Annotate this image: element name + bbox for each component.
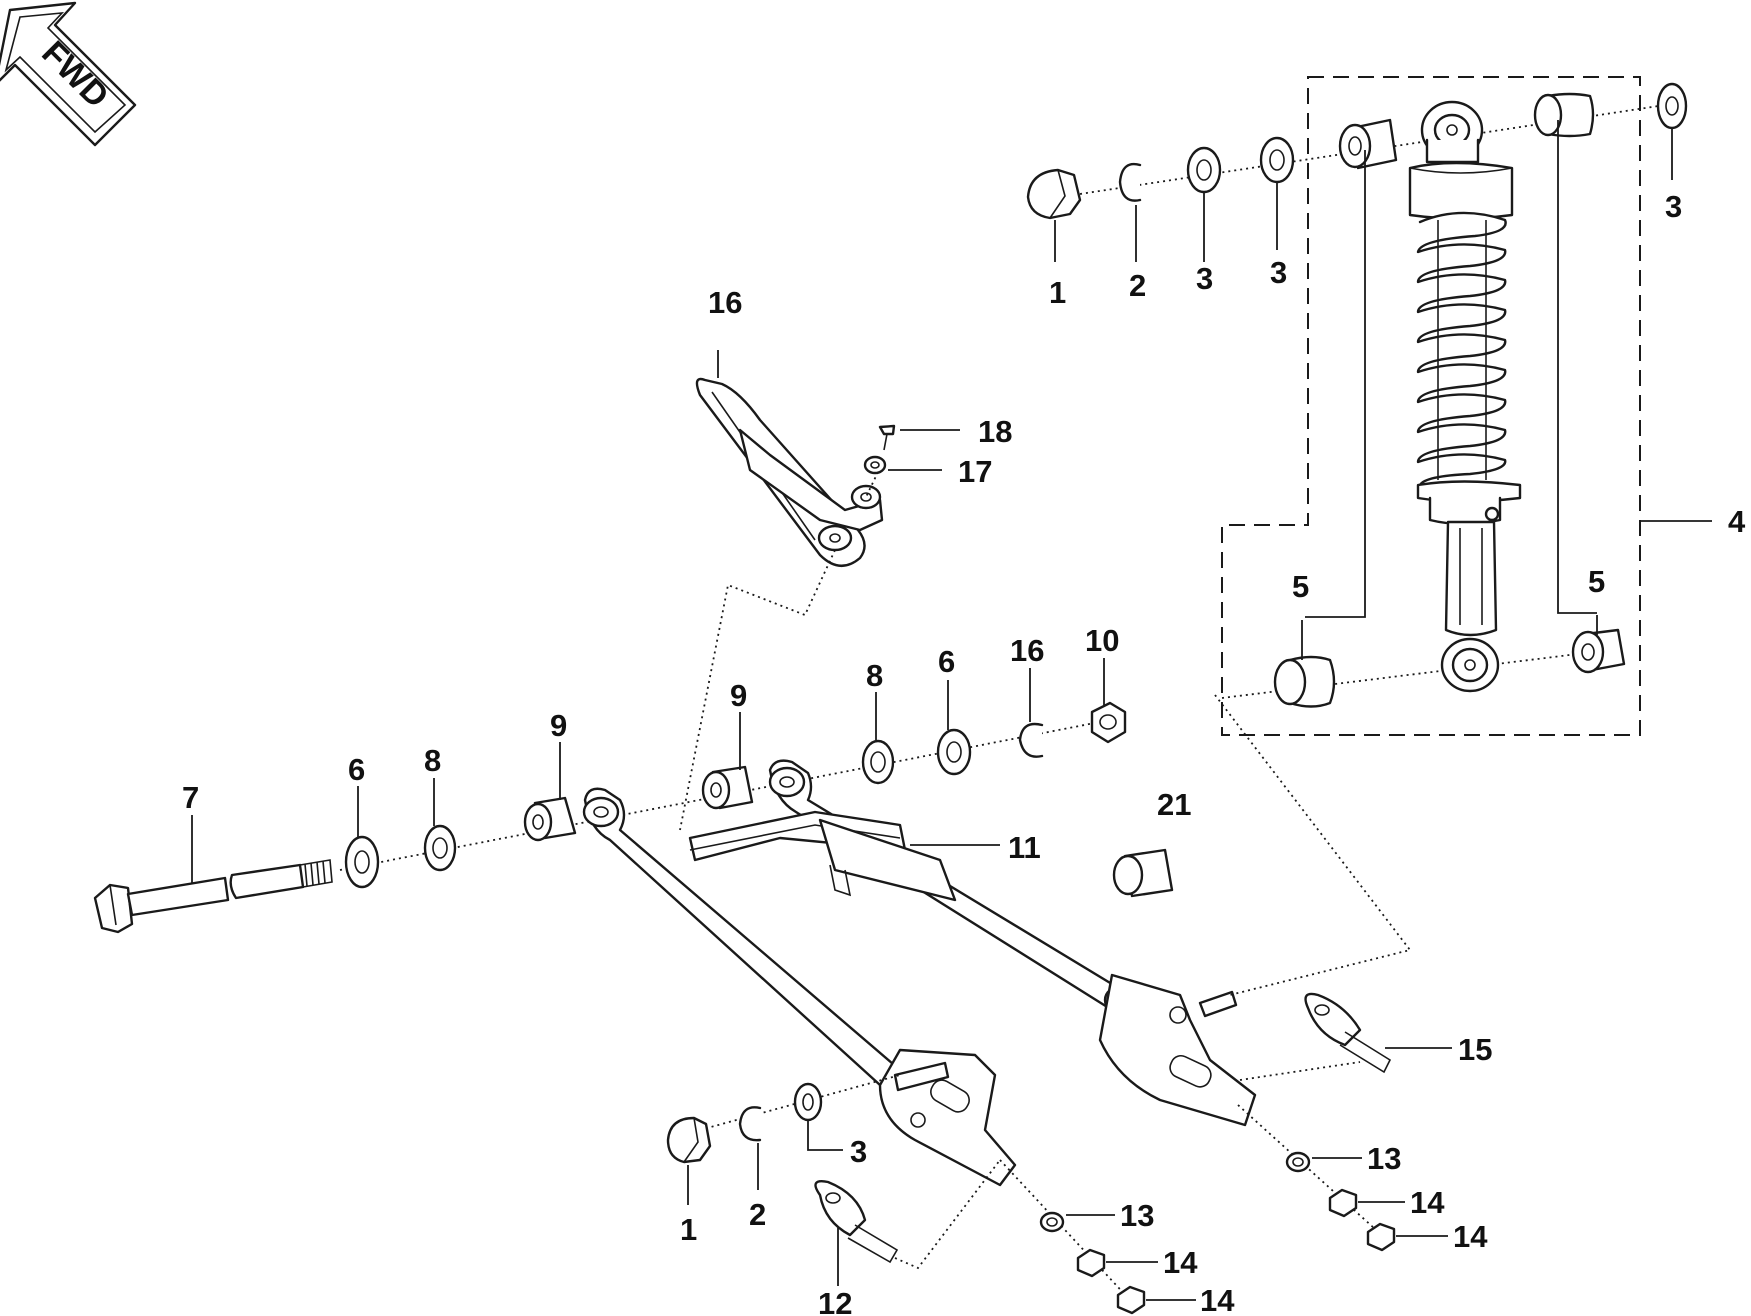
washer-6-right [936, 728, 972, 776]
callout-1-top: 1 [1049, 275, 1066, 310]
nut-14-right-b [1366, 1222, 1396, 1252]
cap-nut-bottom [666, 1116, 712, 1164]
circlip-bottom [738, 1106, 762, 1142]
bushing-bottom-left [1273, 655, 1336, 708]
callout-2-bottom: 2 [749, 1197, 766, 1232]
callout-15: 15 [1458, 1032, 1492, 1067]
chain-adjuster-12 [814, 1180, 899, 1264]
shock-absorber [1408, 100, 1522, 693]
fwd-arrow-icon: FWD [0, 1, 137, 147]
cap-nut-top [1026, 168, 1082, 220]
callout-4: 4 [1728, 504, 1746, 539]
callout-10: 10 [1085, 623, 1119, 658]
screw-18 [878, 424, 896, 451]
callout-6-left: 6 [348, 752, 365, 787]
bushing-bottom-right [1571, 628, 1626, 674]
washer-top-a [1186, 146, 1222, 194]
circlip-16 [1018, 722, 1044, 758]
callout-3-bottom: 3 [850, 1134, 867, 1169]
callout-14-right-a: 14 [1410, 1185, 1445, 1220]
washer-bottom [793, 1082, 823, 1122]
callout-2-top: 2 [1129, 268, 1146, 303]
washer-17 [863, 455, 887, 475]
bushing-9-left [523, 796, 577, 842]
callout-14-left-b: 14 [1200, 1283, 1235, 1316]
washer-8-right [861, 739, 895, 785]
callout-11: 11 [1008, 830, 1041, 865]
nut-14-left-a [1076, 1248, 1106, 1278]
callout-18: 18 [978, 414, 1012, 449]
bushing-top-right [1533, 92, 1595, 138]
callout-14-right-b: 14 [1453, 1219, 1488, 1254]
callout-3-top-a: 3 [1196, 261, 1213, 296]
callout-5-right: 5 [1588, 564, 1605, 599]
callout-13-left: 13 [1120, 1198, 1154, 1233]
nut-14-right-a [1328, 1188, 1358, 1218]
callout-7: 7 [182, 780, 199, 815]
shock-assembly-frame [1221, 76, 1641, 736]
bushing-top-left [1338, 118, 1398, 170]
callout-17: 17 [958, 454, 992, 489]
callout-9-left: 9 [550, 708, 567, 743]
pivot-bolt [93, 859, 333, 934]
bushing-9-right [701, 765, 754, 810]
callout-14-left-a: 14 [1163, 1245, 1198, 1280]
callout-21: 21 [1157, 787, 1191, 822]
washer-6-left [344, 835, 380, 889]
callout-16-right: 16 [1010, 633, 1044, 668]
callout-8-right: 8 [866, 658, 883, 693]
callout-6-right: 6 [938, 644, 955, 679]
callout-3-top-c: 3 [1665, 189, 1682, 224]
callout-16-top: 16 [708, 285, 742, 320]
washer-13-right [1285, 1151, 1311, 1173]
washer-13-left [1039, 1211, 1065, 1233]
washer-top-c [1656, 82, 1688, 130]
chain-adjuster-15 [1304, 992, 1392, 1074]
callout-8-left: 8 [424, 743, 441, 778]
bushing-21 [1112, 848, 1174, 898]
nut-14-left-b [1116, 1285, 1146, 1315]
chain-guide [695, 377, 884, 567]
washer-top-b [1259, 136, 1295, 184]
callout-5-left: 5 [1292, 569, 1309, 604]
swingarm [582, 759, 1257, 1187]
washer-8-left [423, 824, 457, 872]
callout-1-bottom: 1 [680, 1212, 697, 1247]
callout-3-top-b: 3 [1270, 255, 1287, 290]
circlip-top [1118, 162, 1142, 202]
callout-12: 12 [818, 1286, 852, 1316]
callout-9-right: 9 [730, 678, 747, 713]
callout-13-right: 13 [1367, 1141, 1401, 1176]
nut-10 [1090, 701, 1127, 744]
